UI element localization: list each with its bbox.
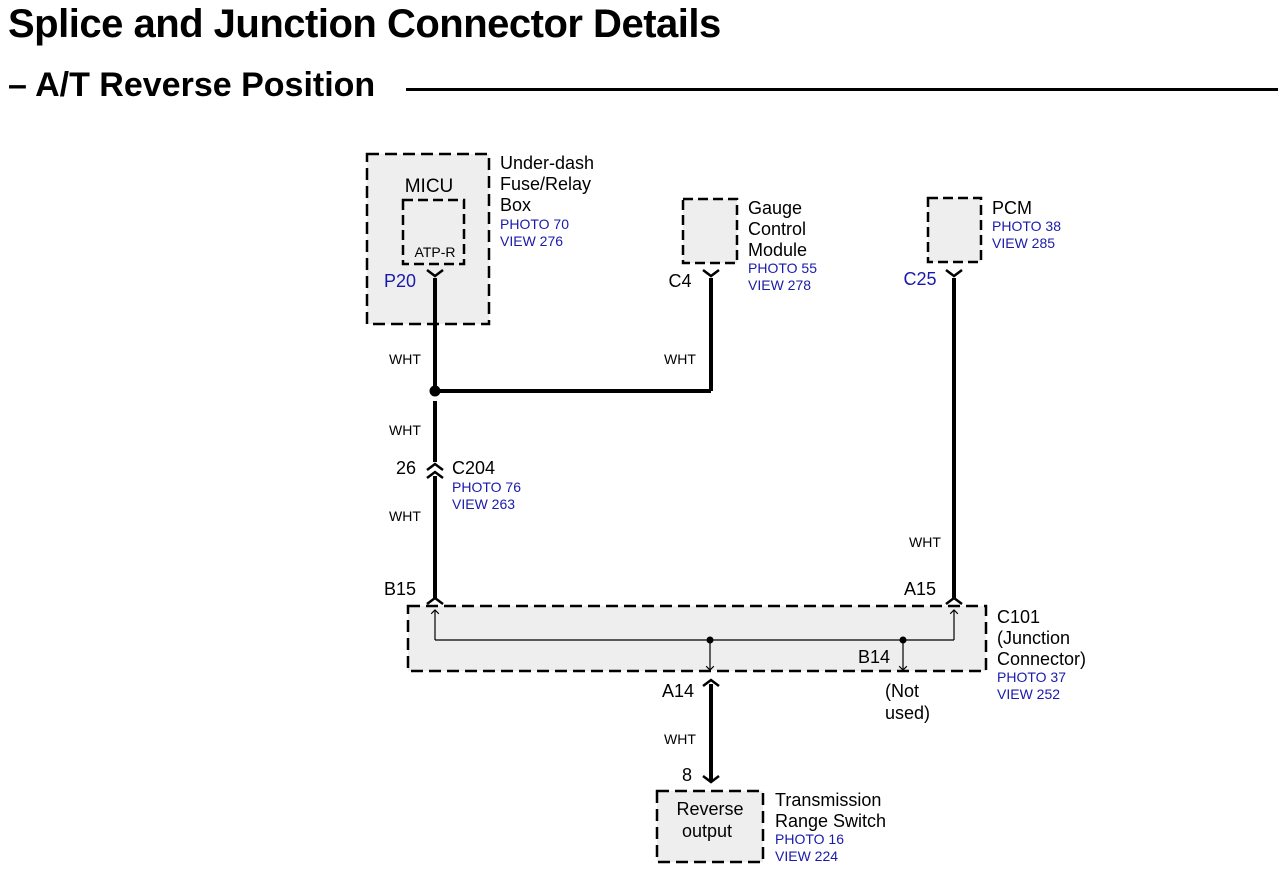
micu-name-line-3: Box: [500, 195, 531, 215]
micu-component[interactable]: MICU ATP-R P20: [365, 152, 491, 326]
gauge-component[interactable]: C4: [668, 197, 739, 291]
page-title: Splice and Junction Connector Details: [8, 2, 721, 46]
c204-pin-mark-top: [426, 462, 444, 471]
gauge-box: [681, 197, 739, 265]
gauge-name-line-1: Gauge: [748, 198, 802, 218]
micu-name-line-2: Fuse/Relay: [500, 174, 591, 194]
gauge-name-line-3: Module: [748, 240, 807, 260]
wire-color-label: WHT: [389, 422, 421, 438]
pcm-name: PCM: [992, 198, 1032, 218]
c25-pin-mark: [945, 269, 963, 278]
gauge-view-link[interactable]: VIEW 278: [748, 277, 811, 293]
connector-p20[interactable]: P20: [384, 271, 416, 291]
trs-component[interactable]: Reverse output: [655, 789, 765, 864]
trs-name-line-2: Range Switch: [775, 811, 886, 831]
c101-name-line-2: (Junction: [997, 628, 1070, 648]
connector-c25[interactable]: C25: [903, 269, 936, 289]
c204-view-link[interactable]: VIEW 263: [452, 496, 515, 512]
atp-r-label: ATP-R: [415, 244, 456, 260]
wire-color-label: WHT: [664, 731, 696, 747]
trs-name-line-1: Transmission: [775, 790, 881, 810]
c101-internal-bus: [430, 609, 959, 671]
trs-pin-mark: [702, 775, 720, 784]
trs-photo-link[interactable]: PHOTO 16: [775, 831, 844, 847]
micu-view-link[interactable]: VIEW 276: [500, 233, 563, 249]
c101-node: [899, 636, 907, 644]
section-rule: [406, 88, 1278, 91]
pin-b14: B14: [858, 647, 890, 667]
c101-photo-link[interactable]: PHOTO 37: [997, 669, 1066, 685]
c204-photo-link[interactable]: PHOTO 76: [452, 479, 521, 495]
section-subtitle: – A/T Reverse Position: [8, 66, 376, 104]
c204-pin-number: 26: [396, 458, 416, 478]
c4-pin-mark: [702, 269, 720, 278]
micu-label: MICU: [405, 176, 454, 197]
wire-color-label: WHT: [389, 351, 421, 367]
splice-point: [429, 385, 441, 397]
c101-component[interactable]: [406, 604, 988, 673]
a14-pin-mark: [702, 678, 720, 687]
pin-a14: A14: [662, 681, 694, 701]
connector-c4[interactable]: C4: [668, 271, 691, 291]
wire-color-label: WHT: [664, 351, 696, 367]
trs-inner-line-2: output: [682, 821, 732, 841]
a15-pin-mark: [945, 596, 963, 605]
c101-name-line-1: C101: [997, 607, 1040, 627]
b15-pin-mark: [426, 596, 444, 605]
trs-pin-number: 8: [682, 765, 692, 785]
wire-color-label: WHT: [909, 534, 941, 550]
p20-pin-mark: [426, 269, 444, 278]
c101-box: [406, 604, 988, 673]
micu-name-line-1: Under-dash: [500, 153, 594, 173]
pcm-photo-link[interactable]: PHOTO 38: [992, 218, 1061, 234]
atp-r-box: [401, 198, 466, 266]
wire-color-label: WHT: [389, 508, 421, 524]
pcm-view-link[interactable]: VIEW 285: [992, 235, 1055, 251]
micu-photo-link[interactable]: PHOTO 70: [500, 216, 569, 232]
gauge-photo-link[interactable]: PHOTO 55: [748, 260, 817, 276]
pin-b15: B15: [384, 579, 416, 599]
not-used-line-2: used): [885, 703, 930, 723]
trs-box: [655, 789, 765, 864]
wires: [426, 269, 963, 784]
pcm-box: [926, 196, 983, 264]
trs-view-link[interactable]: VIEW 224: [775, 848, 838, 864]
c101-node: [706, 636, 714, 644]
gauge-name-line-2: Control: [748, 219, 806, 239]
c101-view-link[interactable]: VIEW 252: [997, 686, 1060, 702]
pin-a15: A15: [904, 579, 936, 599]
pcm-component[interactable]: C25: [903, 196, 983, 289]
trs-inner-line-1: Reverse: [676, 799, 743, 819]
c101-name-line-3: Connector): [997, 649, 1086, 669]
c204-name[interactable]: C204: [452, 458, 495, 478]
not-used-line-1: (Not: [885, 681, 919, 701]
c204-pin-mark-bottom: [426, 470, 444, 479]
